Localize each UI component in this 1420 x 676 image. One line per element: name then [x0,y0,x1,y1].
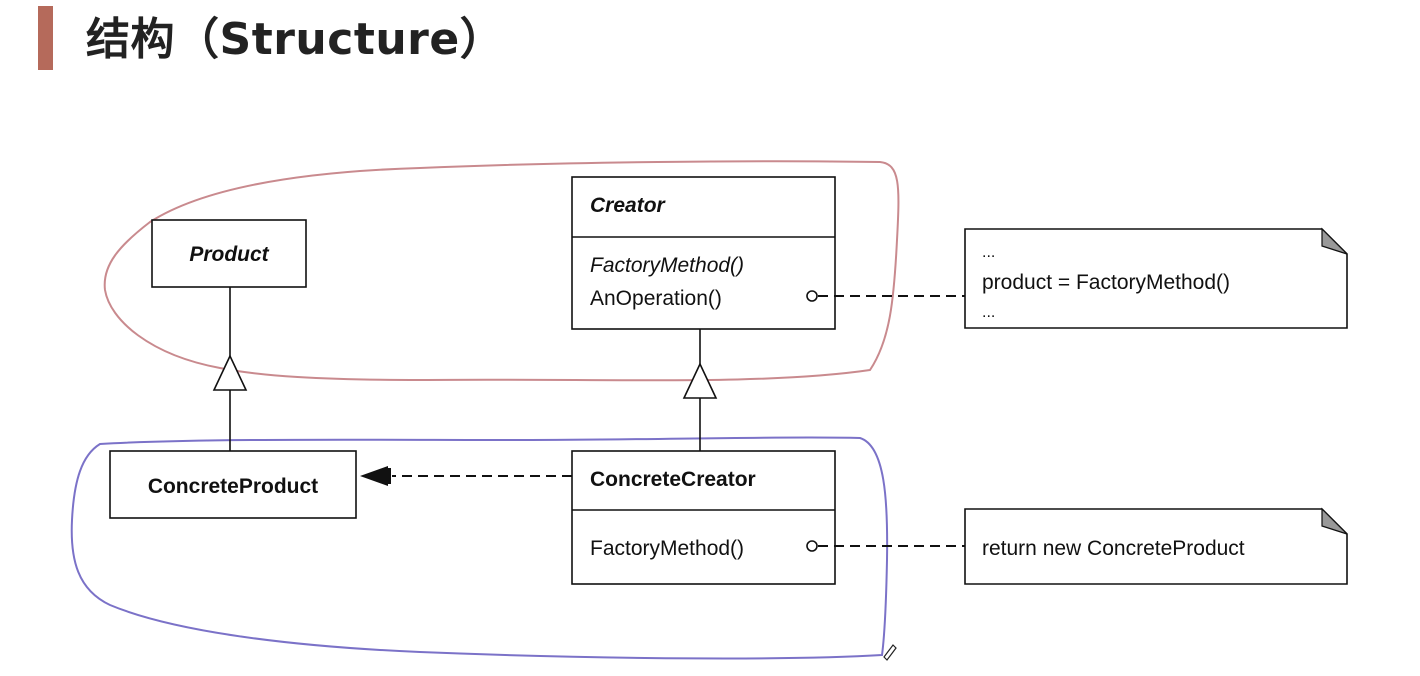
concrete-product-class-name: ConcreteProduct [148,475,318,498]
slide-title: 结构（Structure） [86,14,505,65]
pen-cursor-icon [883,644,897,661]
generalization-concrete-creator-to-creator [682,329,718,451]
dependency-concrete-creator-to-concrete-product [360,466,572,486]
lower-group-outline [70,436,889,660]
creator-operation-an-operation: AnOperation() [590,287,722,310]
concrete-creator-class: ConcreteCreator FactoryMethod() [571,450,836,585]
product-class-name: Product [189,243,269,266]
title-accent-bar [38,6,53,70]
creator-class: Creator FactoryMethod() AnOperation() [571,176,836,330]
an-operation-note-line-2: product = FactoryMethod() [982,271,1230,294]
generalization-concrete-product-to-product [212,287,248,451]
creator-operation-factory-method: FactoryMethod() [590,254,744,277]
factory-method-note-line-1: return new ConcreteProduct [982,537,1245,560]
creator-class-name: Creator [590,194,667,217]
upper-group-outline [103,160,900,382]
factory-method-note-anchor [806,540,965,552]
concrete-creator-operation-factory-method: FactoryMethod() [590,537,744,560]
an-operation-note-line-1: ... [982,244,995,261]
product-class: Product [151,219,307,288]
factory-method-note: return new ConcreteProduct [964,507,1348,585]
concrete-product-class: ConcreteProduct [109,450,357,519]
concrete-creator-class-name: ConcreteCreator [590,468,756,491]
an-operation-note-anchor [806,290,965,302]
an-operation-note: ... product = FactoryMethod() ... [964,227,1348,329]
an-operation-note-line-3: ... [982,304,995,321]
